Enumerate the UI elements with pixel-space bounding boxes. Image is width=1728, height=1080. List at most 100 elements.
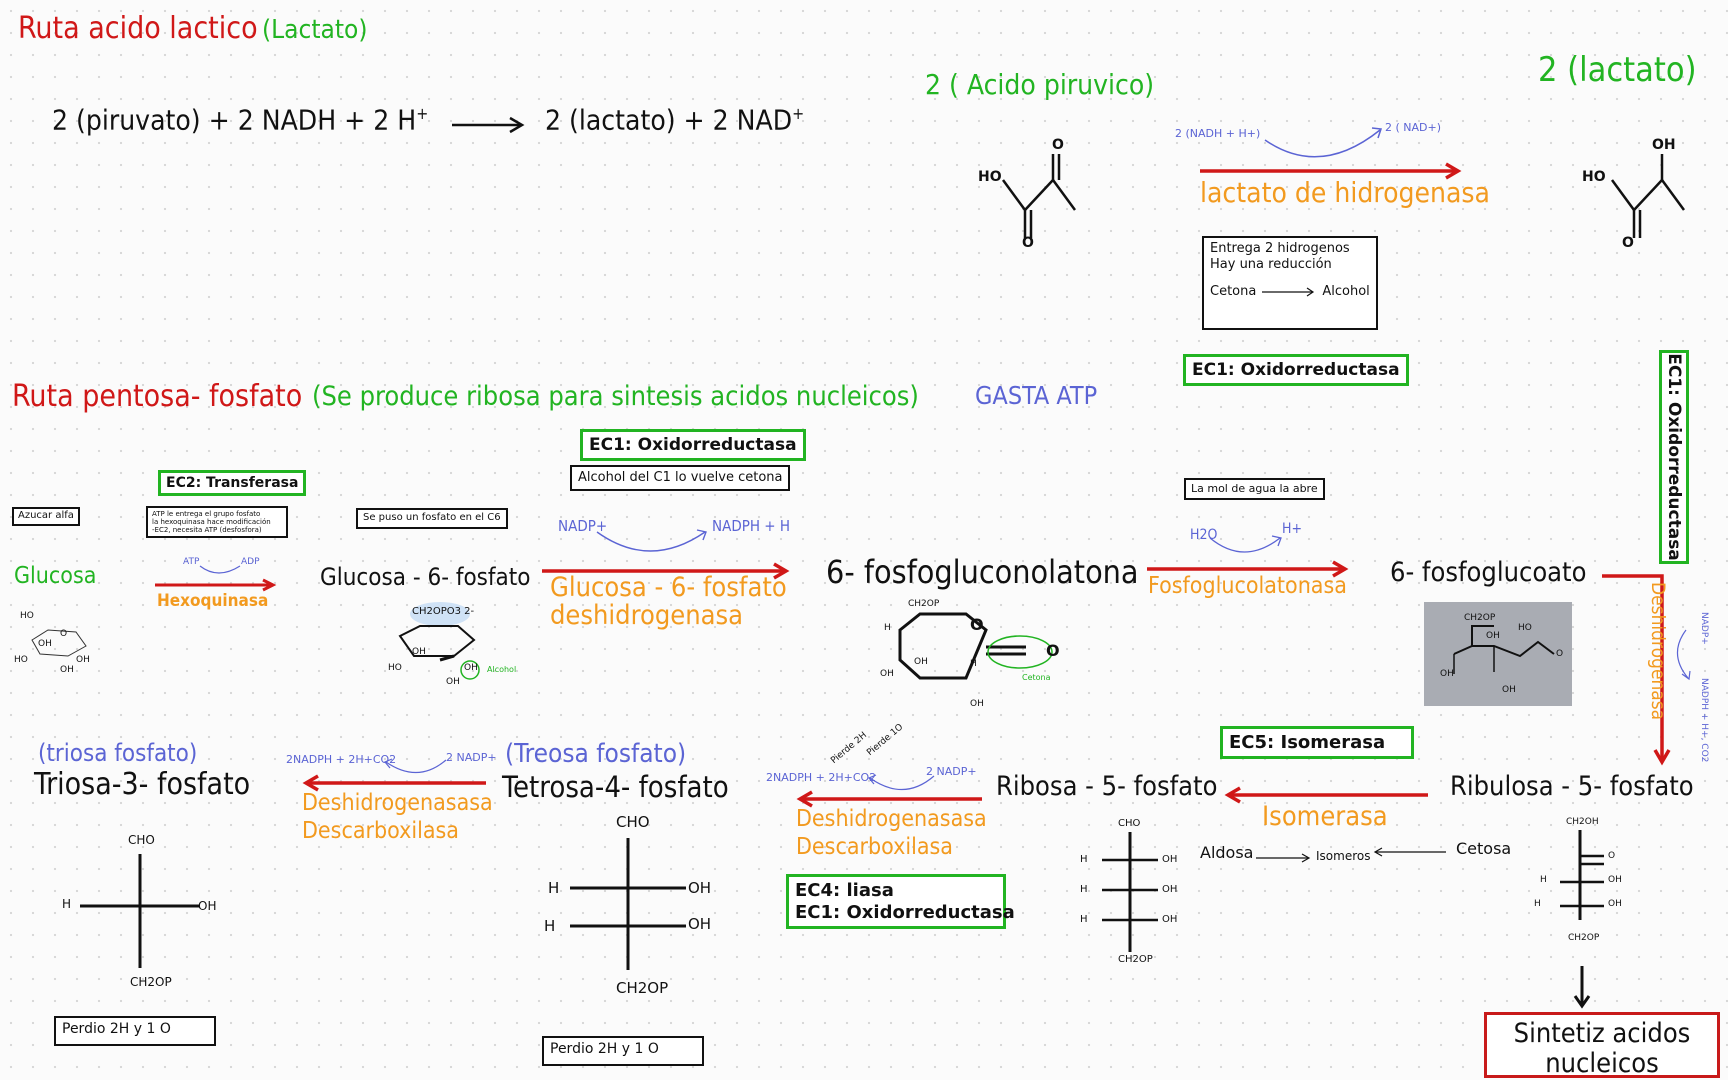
lactic-note-conversion: Cetona Alcohol xyxy=(1210,284,1370,300)
ribosa-enzyme-2: Descarboxilasa xyxy=(796,833,953,860)
ec2-box: EC2: Transferasa xyxy=(158,470,307,496)
azucar-alfa-box: Azucar alfa xyxy=(12,507,80,526)
lactic-ec-box: EC1: Oxidorreductasa xyxy=(1183,354,1409,386)
treosa-label: (Treosa fosfato) xyxy=(505,739,687,769)
fgl-cetona-note: Cetona xyxy=(1022,673,1051,682)
fgl-h-2: H xyxy=(970,659,977,669)
ribulosa-h-2: H xyxy=(1534,899,1541,909)
g6pd-arrow xyxy=(542,562,790,580)
g6p-ch2opo3: CH2OPO3 2- xyxy=(412,606,475,617)
fgl-o-carbonyl: O xyxy=(1046,641,1060,660)
ec4-line-2: EC1: Oxidorreductasa xyxy=(795,901,1015,923)
ribulosa-ch2oh: CH2OH xyxy=(1566,817,1599,827)
isomerasa-label: Isomerasa xyxy=(1262,801,1388,832)
triosa-cho: CHO xyxy=(128,833,155,847)
g6pd-label-2: deshidrogenasa xyxy=(550,600,744,632)
triosa-ch2op: CH2OP xyxy=(130,975,172,989)
tetrosa-enzyme-1: Deshidrogenasasa xyxy=(302,790,493,816)
deshidro-vertical-nadph: NADPH + H+, CO2 xyxy=(1699,678,1709,763)
sintesis-line-2: nucleicos xyxy=(1545,1047,1659,1079)
glucose-ho: HO xyxy=(20,611,34,622)
ribulosa-oh-2: OH xyxy=(1608,899,1622,909)
deshidro-vertical-arc xyxy=(1676,629,1691,681)
g6p-oh-3: OH xyxy=(446,677,460,687)
ribosa-oh-2: OH xyxy=(1162,884,1178,895)
pyruvic-acid-structure xyxy=(1001,154,1077,238)
triosa-label: Triosa-3- fosfato xyxy=(34,767,251,802)
glucose-oh-1-text: OH xyxy=(38,639,52,649)
fosfato-note-box: Se puso un fosfato en el C6 xyxy=(356,508,508,529)
g6pd-nadph: NADPH + H xyxy=(712,517,791,535)
fg-structure-image xyxy=(1424,602,1572,706)
ribulosa-o: O xyxy=(1608,851,1616,861)
ribulosa-oh-1: OH xyxy=(1608,875,1622,885)
glucose-oh-2-text: OH xyxy=(76,655,90,665)
aldosa-arrow xyxy=(1256,853,1311,863)
g6pd-nadp: NADP+ xyxy=(558,517,608,535)
hexo-adp: ADP xyxy=(241,557,260,567)
lactic-note-line-2: Hay una reducción xyxy=(1210,257,1332,273)
tetrosa-cofactor-arc xyxy=(384,758,447,774)
lactate-ho: HO xyxy=(1582,169,1606,185)
lactic-cofactor-left: 2 (NADH + H+) xyxy=(1175,127,1261,140)
tetrosa-nadph: 2NADPH + 2H+CO2 xyxy=(286,753,397,766)
fg-structure-svg xyxy=(1453,625,1555,674)
deshidro-vertical-arrow xyxy=(1602,574,1671,766)
lactic-enzyme-arrow xyxy=(1200,162,1462,180)
lactic-note-arrow xyxy=(1262,287,1315,297)
lactic-cofactor-right: 2 ( NAD+) xyxy=(1385,121,1442,134)
hexo-cofactor-arc xyxy=(199,565,241,574)
glucose-ring-structure xyxy=(31,629,87,657)
triosa-oh: OH xyxy=(198,899,217,913)
tetrosa-cho: CHO xyxy=(616,813,650,831)
pierde-2h: Pierde 2H xyxy=(829,730,869,767)
glucose-oh-1: OH xyxy=(38,639,52,650)
lactate-oh: OH xyxy=(1652,137,1676,153)
fglase-label: Fosfoglucolatonasa xyxy=(1148,573,1347,599)
lactic-route-title: Ruta acido lactico xyxy=(18,11,258,46)
agua-note-box: La mol de agua la abre xyxy=(1184,478,1325,500)
fg-ch2op: CH2OP xyxy=(1464,613,1496,623)
pyruvic-o-top: O xyxy=(1052,137,1064,153)
pentose-route-title: Ruta pentosa- fosfato xyxy=(12,379,303,414)
pentose-route-subtitle: (Se produce ribosa para sintesis acidos … xyxy=(312,381,919,412)
fgl-label: 6- fosfogluconolatona xyxy=(826,553,1139,591)
glucose-oh-3-text: OH xyxy=(60,665,74,675)
lactic-note-box: Entrega 2 hidrogenos Hay una reducción C… xyxy=(1202,236,1378,330)
ribosa-oh-1: OH xyxy=(1162,854,1178,865)
ribosa-fischer xyxy=(1102,832,1158,952)
glucose-oh-3: OH xyxy=(60,665,74,676)
isomerasa-arrow xyxy=(1224,786,1428,804)
fgl-ring-structure xyxy=(898,612,1053,680)
atp-note-box: ATP le entrega el grupo fosfato la hexoq… xyxy=(146,506,288,539)
triosa-fischer xyxy=(80,854,200,968)
g6p-ho: HO xyxy=(388,663,402,673)
atp-note-line-1: ATP le entrega el grupo fosfato xyxy=(152,510,261,518)
fg-label: 6- fosfoglucoato xyxy=(1390,557,1587,588)
lactate-o: O xyxy=(1622,235,1634,251)
ribosa-nadp: 2 NADP+ xyxy=(926,765,977,778)
g6p-alcohol-note: Alcohol xyxy=(487,665,517,674)
g6pd-label-1: Glucosa - 6- fosfato xyxy=(550,572,787,603)
alcohol-note-box: Alcohol del C1 lo vuelve cetona xyxy=(570,465,791,492)
g6p-oh-1: OH xyxy=(412,647,426,657)
lactic-cofactor-arc xyxy=(1264,127,1383,158)
tetrosa-fischer xyxy=(570,838,686,970)
g6p-oh-2: OH xyxy=(464,663,478,673)
ribosa-cofactor-arc xyxy=(868,774,935,791)
fgl-oh-3: OH xyxy=(970,699,984,709)
sintesis-line-1: Sintetiz acidos xyxy=(1513,1018,1691,1049)
fgl-oh-2: OH xyxy=(880,669,894,679)
glucose-oh-2: OH xyxy=(76,655,90,666)
perdio-box-1: Perdio 2H y 1 O xyxy=(54,1016,216,1046)
ec5-box: EC5: Isomerasa xyxy=(1220,726,1414,759)
glucose-ho-2-text: HO xyxy=(14,655,28,665)
ribulosa-label: Ribulosa - 5- fosfato xyxy=(1450,771,1694,802)
lactate-structure xyxy=(1610,154,1686,238)
fglase-arrow xyxy=(1147,560,1349,578)
ribulosa-h-1: H xyxy=(1540,875,1547,885)
fgl-oh-1: OH xyxy=(914,657,928,667)
g6p-ring-structure xyxy=(398,602,480,680)
lactic-note-cetona: Cetona xyxy=(1210,283,1257,299)
glucose-o-text: O xyxy=(60,629,68,639)
